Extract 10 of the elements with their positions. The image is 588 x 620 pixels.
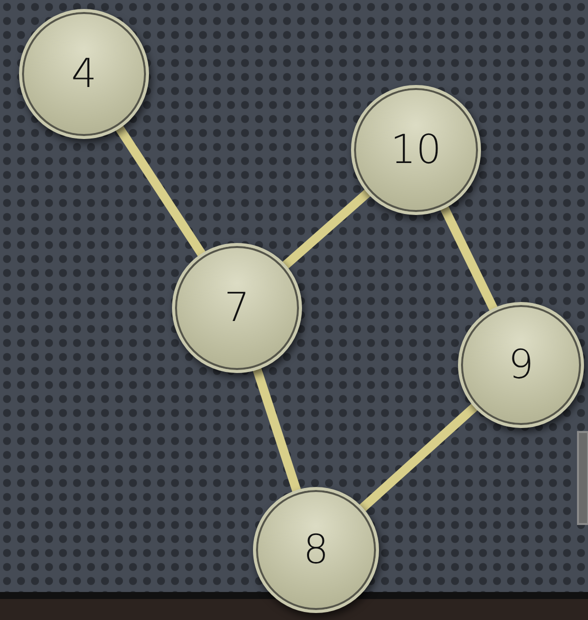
connector-line [440, 204, 498, 312]
node-label: 10 [390, 127, 442, 173]
node-label: 9 [508, 342, 534, 388]
node-label: 4 [71, 51, 97, 97]
connector-line [281, 188, 372, 270]
connector-line [114, 124, 206, 258]
node-label: 8 [303, 527, 329, 573]
connector-line [358, 402, 479, 512]
connector-line [252, 366, 302, 494]
node-label: 7 [224, 285, 250, 331]
